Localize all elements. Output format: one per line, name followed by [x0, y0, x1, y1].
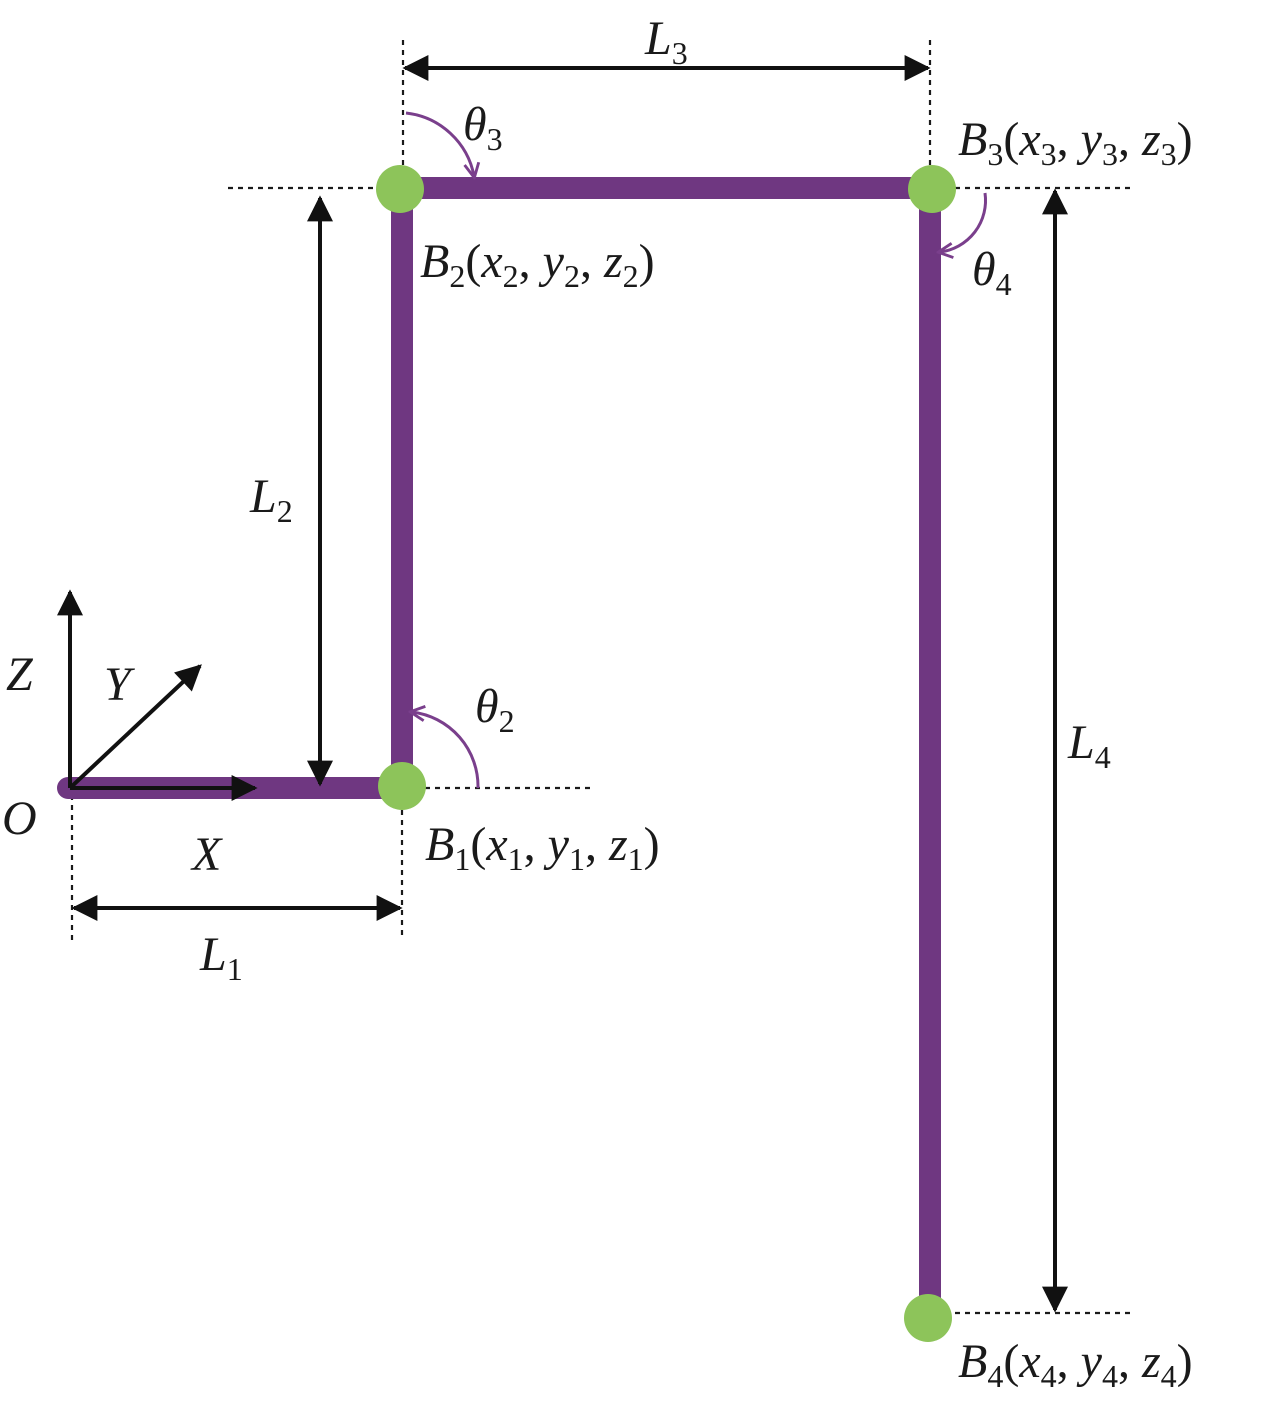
joint-label-b3: B3(x3, y3, z3) [958, 113, 1193, 172]
joint-label-b1: B1(x1, y1, z1) [425, 818, 660, 877]
arm-link-path [57, 177, 941, 1329]
origin-label: O [2, 792, 37, 845]
length-label-l1: L1 [199, 928, 243, 987]
angle-arc-theta2 [412, 712, 480, 789]
angle-arc-theta3 [405, 111, 474, 176]
x-axis-label: X [190, 828, 223, 881]
coordinate-axes [57, 589, 258, 801]
arm-links [57, 177, 941, 1329]
length-label-l3: L3 [644, 12, 688, 71]
joint-label-b4: B4(x4, y4, z4) [958, 1335, 1193, 1394]
angle-arc-theta4 [940, 192, 988, 252]
length-labels: L1 L2 L3 L4 [199, 12, 1111, 987]
joint-b4 [904, 1294, 952, 1342]
axis-labels: Z Y X O [2, 648, 223, 881]
reference-lines [70, 40, 1130, 1315]
length-label-l4: L4 [1067, 716, 1111, 775]
joint-b1 [378, 762, 426, 810]
angle-label-theta3: θ3 [463, 98, 503, 157]
dimension-arrows [71, 55, 1068, 1313]
length-label-l2: L2 [249, 470, 293, 529]
joint-labels: B1(x1, y1, z1) B2(x2, y2, z2) B3(x3, y3,… [420, 113, 1193, 1394]
angle-label-theta4: θ4 [972, 243, 1012, 302]
angle-labels: θ2 θ3 θ4 [463, 98, 1012, 739]
joints [376, 165, 956, 1342]
y-axis-label: Y [104, 658, 135, 711]
joint-b2 [376, 165, 424, 213]
z-axis-label: Z [6, 648, 34, 701]
angle-label-theta2: θ2 [475, 680, 515, 739]
joint-b3 [908, 165, 956, 213]
y-axis-arrow [68, 664, 202, 790]
angle-arcs [405, 111, 988, 789]
joint-label-b2: B2(x2, y2, z2) [420, 235, 655, 294]
